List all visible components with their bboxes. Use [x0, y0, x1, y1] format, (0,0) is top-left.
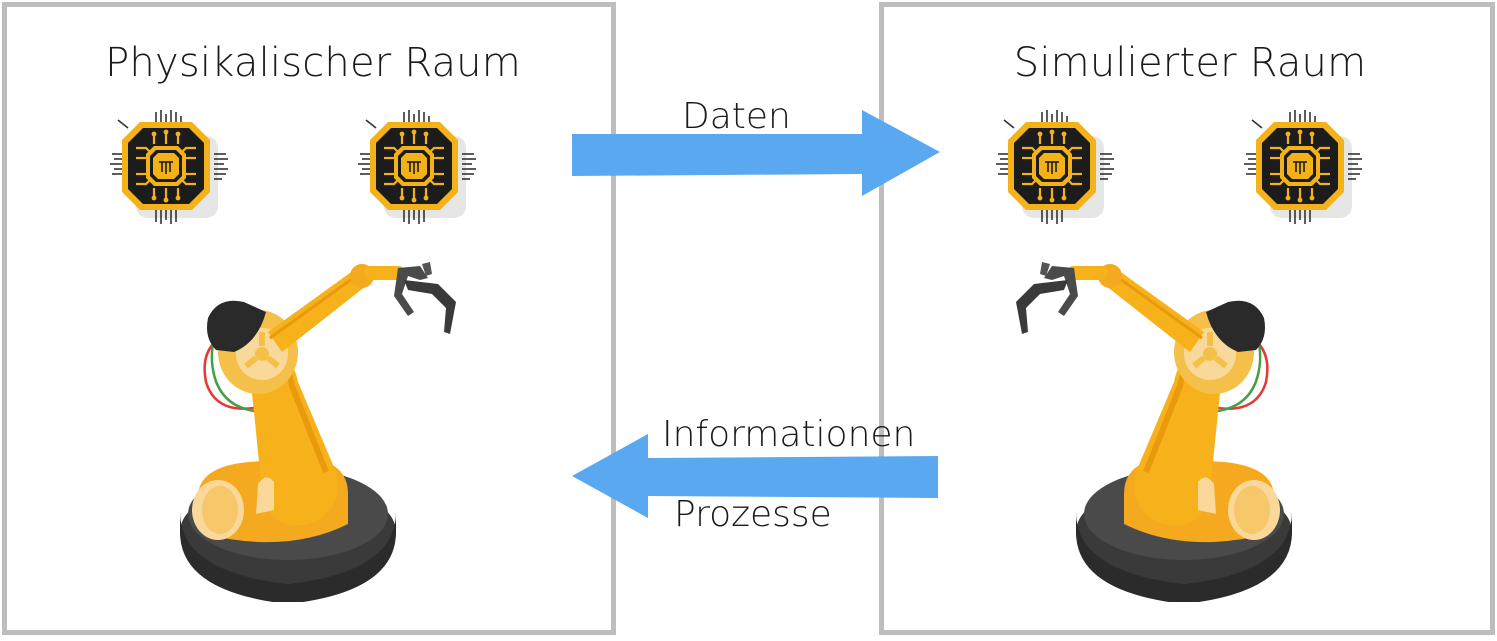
microchip-icon [358, 108, 478, 226]
microchip-icon [1244, 108, 1364, 226]
physical-space-title: Physikalischer Raum [105, 40, 521, 86]
robot-arm-icon [158, 262, 458, 602]
simulated-space-title: Simulierter Raum [1013, 40, 1367, 86]
microchip-icon [996, 108, 1116, 226]
information-process-arrow [572, 434, 938, 518]
robot-arm-icon [1014, 262, 1314, 602]
information-label: Informationen [662, 414, 916, 455]
data-label: Daten [682, 96, 791, 137]
microchip-icon [110, 108, 230, 226]
process-label: Prozesse [674, 494, 832, 535]
data-arrow [572, 110, 940, 196]
